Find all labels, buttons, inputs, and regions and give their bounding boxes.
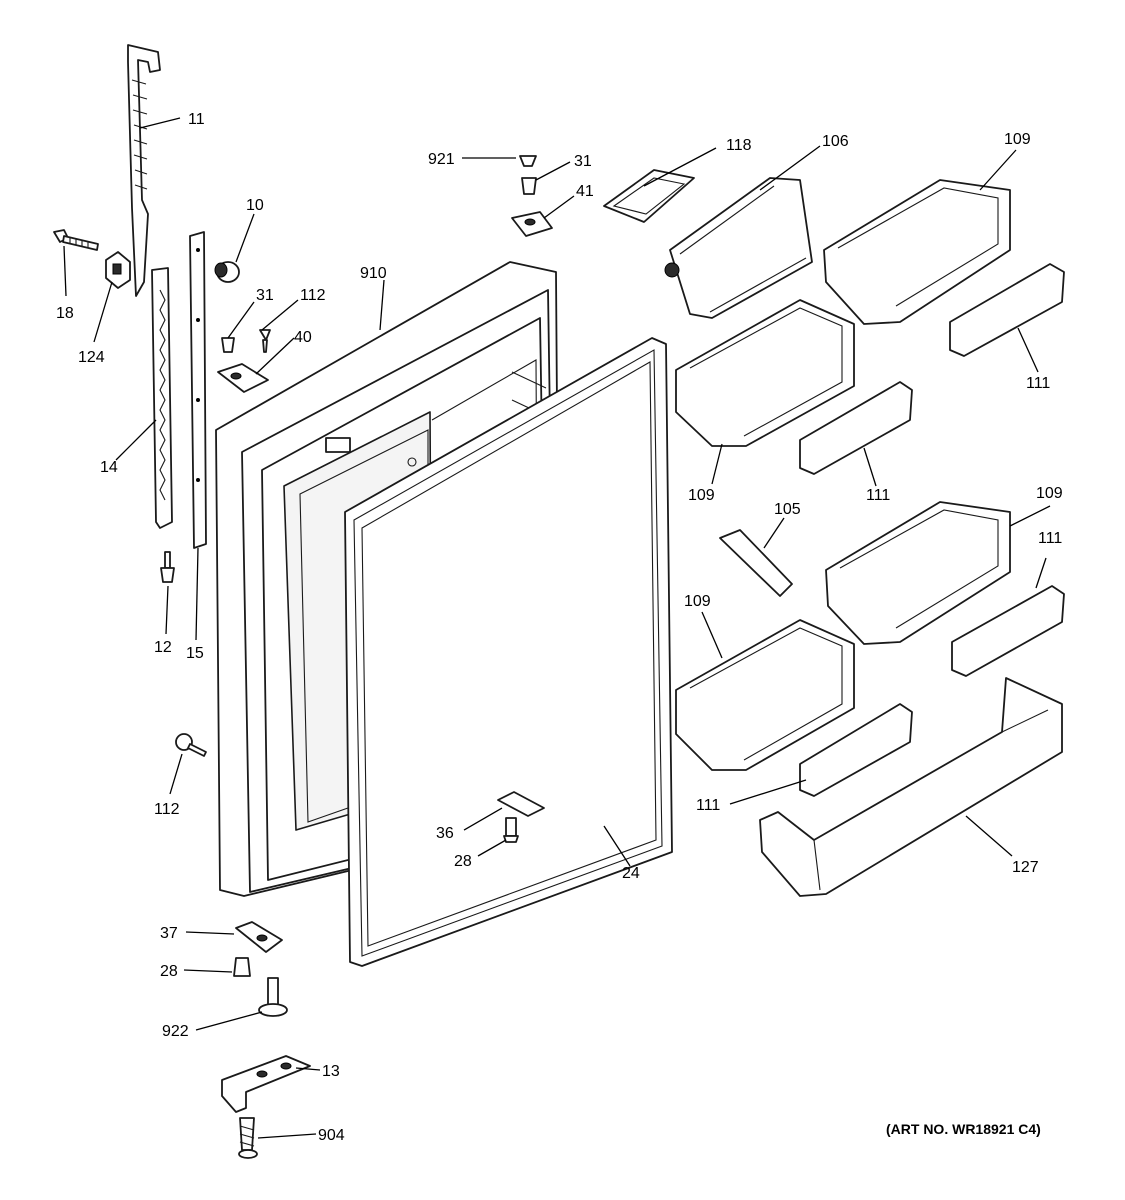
butter-lid-118[interactable] bbox=[603, 169, 695, 223]
callout-127: 127 bbox=[1012, 859, 1039, 876]
callout-28-door: 28 bbox=[454, 853, 472, 870]
callout-910: 910 bbox=[360, 265, 387, 282]
callout-24: 24 bbox=[622, 865, 640, 882]
upper-hinge-cover[interactable] bbox=[127, 44, 161, 297]
bin-trim-111-mid-left[interactable] bbox=[799, 381, 913, 475]
callout-112-top: 112 bbox=[300, 287, 326, 304]
door-bin-109-top-right[interactable] bbox=[823, 179, 1011, 325]
hinge-plate-40[interactable] bbox=[217, 363, 269, 393]
callout-904: 904 bbox=[318, 1127, 345, 1144]
callout-111-lower-right: 111 bbox=[1038, 530, 1062, 547]
egg-divider-105[interactable] bbox=[719, 529, 793, 597]
pivot-28-lower[interactable] bbox=[233, 957, 251, 977]
callout-109-top-right: 109 bbox=[1004, 131, 1031, 148]
callout-124: 124 bbox=[78, 349, 105, 366]
hinge-bracket-37[interactable] bbox=[235, 921, 283, 953]
door-bin-109-mid-left[interactable] bbox=[675, 299, 855, 447]
screw-112[interactable] bbox=[259, 329, 271, 353]
callout-111-lower-left: 111 bbox=[696, 797, 720, 814]
callout-28-lower: 28 bbox=[160, 963, 178, 980]
bottom-hinge-13[interactable] bbox=[221, 1055, 311, 1113]
hinge-clip[interactable] bbox=[105, 251, 131, 289]
callout-14: 14 bbox=[100, 459, 118, 476]
door-stop-plug[interactable] bbox=[214, 261, 240, 283]
callout-921: 921 bbox=[428, 151, 455, 168]
door-bin-109-lower-left[interactable] bbox=[675, 619, 855, 771]
callout-109-mid-left: 109 bbox=[688, 487, 715, 504]
door-strip-15[interactable] bbox=[189, 231, 207, 549]
callout-118: 118 bbox=[726, 137, 752, 154]
bin-trim-111-lower-right[interactable] bbox=[951, 585, 1065, 677]
bin-trim-111-lower-left[interactable] bbox=[799, 703, 913, 797]
callout-12: 12 bbox=[154, 639, 172, 656]
bin-trim-111-top-right[interactable] bbox=[949, 263, 1065, 357]
hinge-pin-screw[interactable] bbox=[53, 229, 99, 251]
callout-109-lower-left: 109 bbox=[684, 593, 711, 610]
cap-921[interactable] bbox=[519, 155, 537, 167]
callout-13: 13 bbox=[322, 1063, 340, 1080]
callout-18: 18 bbox=[56, 305, 74, 322]
pivot-31[interactable] bbox=[221, 337, 235, 353]
callout-41: 41 bbox=[576, 183, 594, 200]
screw-904[interactable] bbox=[238, 1117, 258, 1159]
callout-112-bottom: 112 bbox=[154, 801, 180, 818]
pivot-28-door[interactable] bbox=[503, 817, 519, 843]
bottom-bin-127[interactable] bbox=[759, 677, 1063, 897]
callout-40: 40 bbox=[294, 329, 312, 346]
door-trim-strip[interactable] bbox=[151, 267, 173, 529]
dairy-compartment-106[interactable] bbox=[664, 177, 813, 319]
pivot-31-top[interactable] bbox=[521, 177, 537, 195]
callout-109-lower-right: 109 bbox=[1036, 485, 1063, 502]
callout-106: 106 bbox=[822, 133, 849, 150]
callout-105: 105 bbox=[774, 501, 801, 518]
hinge-bracket-36[interactable] bbox=[497, 791, 545, 817]
callout-111-mid-left: 111 bbox=[866, 487, 890, 504]
callout-31-top: 31 bbox=[574, 153, 592, 170]
handle-fastener-112[interactable] bbox=[175, 733, 207, 757]
leader-lines bbox=[63, 117, 1051, 1139]
callout-37: 37 bbox=[160, 925, 178, 942]
art-number: (ART NO. WR18921 C4) bbox=[886, 1121, 1041, 1137]
callout-11: 11 bbox=[188, 111, 205, 128]
callout-36: 36 bbox=[436, 825, 454, 842]
callout-922: 922 bbox=[162, 1023, 189, 1040]
callout-10: 10 bbox=[246, 197, 264, 214]
callout-31-left: 31 bbox=[256, 287, 274, 304]
door-bin-109-lower-right[interactable] bbox=[825, 501, 1011, 645]
leveler-922[interactable] bbox=[258, 977, 288, 1017]
shoulder-screw-12[interactable] bbox=[160, 551, 175, 583]
door-gasket[interactable] bbox=[344, 337, 673, 967]
callout-111-top-right: 111 bbox=[1026, 375, 1050, 392]
hinge-plate-41[interactable] bbox=[511, 211, 553, 237]
callout-15: 15 bbox=[186, 645, 204, 662]
callout-labels: 11 10 18 124 31 112 40 910 14 12 15 112 … bbox=[56, 111, 1063, 1144]
